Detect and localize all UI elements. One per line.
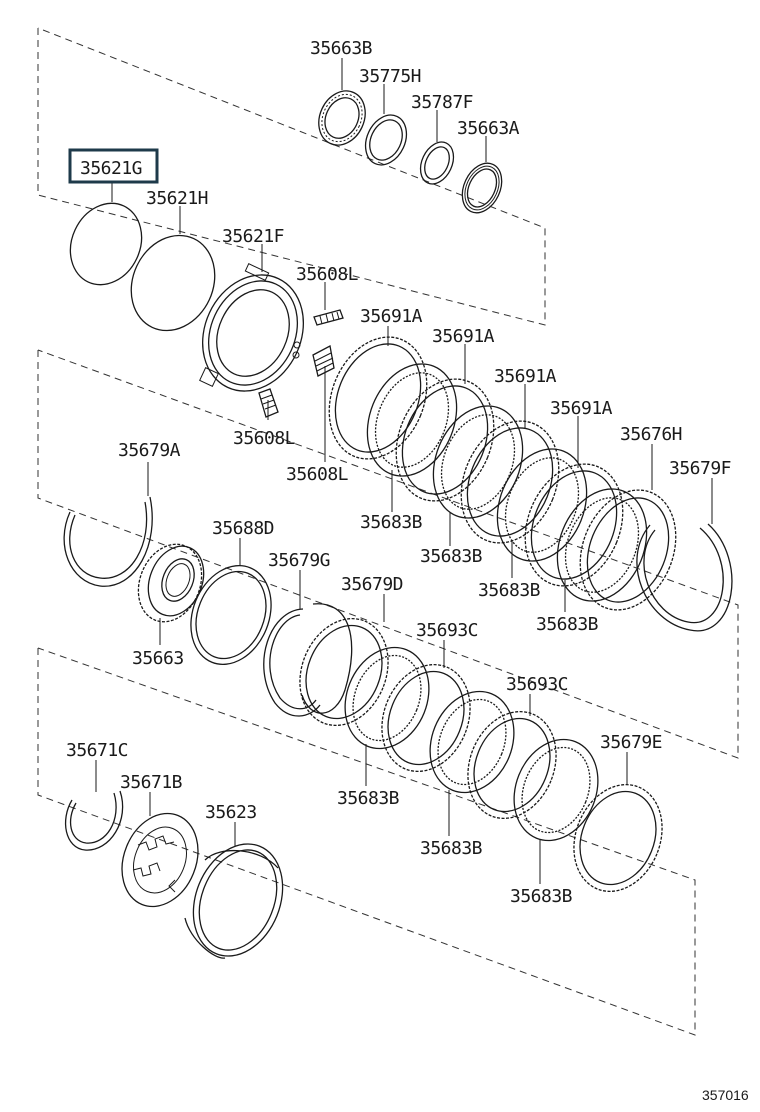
part-35683B-disc-6[interactable] <box>415 679 528 805</box>
label-35679G[interactable]: 35679G <box>268 550 331 571</box>
label-35683B-5[interactable]: 35683B <box>337 788 400 809</box>
label-35787F[interactable]: 35787F <box>411 92 474 113</box>
part-35683B-disc-2[interactable] <box>417 392 538 531</box>
part-35663-hub[interactable] <box>127 535 213 632</box>
label-35691A-2[interactable]: 35691A <box>432 326 495 347</box>
label-35691A-3[interactable]: 35691A <box>494 366 557 387</box>
part-35679D-snap-ring[interactable] <box>301 603 353 714</box>
label-35608L-upper[interactable]: 35608L <box>296 264 359 285</box>
highlight-box-35621G <box>68 148 159 184</box>
group-outline-bottom <box>37 647 696 1036</box>
part-35663A-bearing-race[interactable] <box>455 157 510 219</box>
label-35679D[interactable]: 35679D <box>341 574 404 595</box>
group-outline-middle <box>37 349 739 759</box>
part-35691A-plate-4[interactable] <box>508 449 641 600</box>
part-35671C-snap-ring[interactable] <box>64 790 124 851</box>
label-35671C[interactable]: 35671C <box>66 740 129 761</box>
label-35683B-3[interactable]: 35683B <box>478 580 541 601</box>
label-35663[interactable]: 35663 <box>132 648 184 669</box>
part-35623-drum[interactable] <box>177 830 298 969</box>
label-35683B-2[interactable]: 35683B <box>420 546 483 567</box>
part-35683B-disc-4[interactable] <box>541 475 662 614</box>
part-35679G-snap-ring[interactable] <box>263 608 321 717</box>
label-35683B-1[interactable]: 35683B <box>360 512 423 533</box>
label-35775H[interactable]: 35775H <box>359 66 422 87</box>
part-35693C-plate-3[interactable] <box>452 698 571 831</box>
part-35621G-o-ring[interactable] <box>57 192 154 297</box>
label-35623[interactable]: 35623 <box>205 802 257 823</box>
label-35621H[interactable]: 35621H <box>146 188 209 209</box>
part-35683B-disc-7[interactable] <box>499 727 612 853</box>
part-35691A-plate-1[interactable] <box>312 322 445 473</box>
label-35621F[interactable]: 35621F <box>222 226 285 247</box>
part-35683B-disc-5[interactable] <box>330 635 443 761</box>
label-35679E[interactable]: 35679E <box>600 732 663 753</box>
label-35683B-7[interactable]: 35683B <box>510 886 573 907</box>
part-35691A-plate-2[interactable] <box>379 364 512 515</box>
part-35679E-flange[interactable] <box>558 771 677 904</box>
label-35691A-4[interactable]: 35691A <box>550 398 613 419</box>
part-35621F-piston[interactable] <box>184 258 322 407</box>
label-35679F[interactable]: 35679F <box>669 458 732 479</box>
label-35691A-1[interactable]: 35691A <box>360 306 423 327</box>
part-labels: 35663B 35775H 35787F 35663A 35621G 35621… <box>66 38 732 907</box>
part-35691A-plate-3[interactable] <box>444 406 577 557</box>
group-outline-top <box>37 27 546 326</box>
label-35679A[interactable]: 35679A <box>118 440 181 461</box>
part-35688D-ring[interactable] <box>177 553 286 676</box>
part-35683B-disc-1[interactable] <box>351 350 472 489</box>
part-35676H-flange[interactable] <box>563 476 693 625</box>
part-35608L-spring-upper[interactable] <box>313 309 344 326</box>
part-35693C-plate-2[interactable] <box>366 651 485 784</box>
part-35621H-o-ring[interactable] <box>116 222 230 345</box>
label-35676H[interactable]: 35676H <box>620 424 683 445</box>
part-35683B-disc-3[interactable] <box>481 435 602 574</box>
part-35663B-bearing-race[interactable] <box>310 83 374 152</box>
label-35688D[interactable]: 35688D <box>212 518 275 539</box>
label-35608L-lower[interactable]: 35608L <box>233 428 296 449</box>
label-35663A[interactable]: 35663A <box>457 118 520 139</box>
part-35671B-plate[interactable] <box>109 802 212 918</box>
part-35775H-washer[interactable] <box>358 108 414 171</box>
leader-lines <box>95 58 713 884</box>
label-35683B-4[interactable]: 35683B <box>536 614 599 635</box>
part-35608L-spring-lower[interactable] <box>258 388 279 418</box>
part-35608L-spring-middle[interactable] <box>312 345 335 377</box>
label-35621G[interactable]: 35621G <box>80 158 143 179</box>
label-35693C-2[interactable]: 35693C <box>506 674 569 695</box>
part-35787F-washer[interactable] <box>414 137 460 190</box>
label-35671B[interactable]: 35671B <box>120 772 183 793</box>
label-35608L-middle[interactable]: 35608L <box>286 464 349 485</box>
part-35679A-snap-ring[interactable] <box>63 496 153 587</box>
part-35679F-snap-ring[interactable] <box>636 523 733 632</box>
label-35693C-1[interactable]: 35693C <box>416 620 479 641</box>
label-35683B-6[interactable]: 35683B <box>420 838 483 859</box>
label-35663B[interactable]: 35663B <box>310 38 373 59</box>
part-35693C-plate-1[interactable] <box>284 605 403 738</box>
diagram-id: 357016 <box>702 1087 749 1103</box>
